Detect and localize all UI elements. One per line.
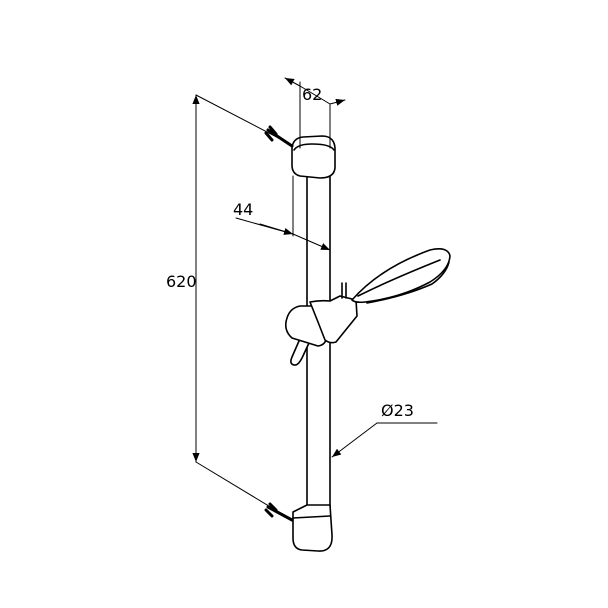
dimension-620-label: 620 [166,272,197,291]
handshower [351,248,451,304]
dimension-44-label: 44 [233,200,254,219]
height-dimension [192,94,293,521]
depth-44-dimension [235,175,331,251]
diameter-dimension [331,422,438,458]
top-wall-bracket [291,135,336,179]
bottom-wall-bracket [292,504,333,552]
diameter-label: Ø23 [381,401,414,420]
depth-62-dimension [284,77,346,149]
slider-holder [285,282,358,366]
dimension-62-label: 62 [302,85,323,104]
